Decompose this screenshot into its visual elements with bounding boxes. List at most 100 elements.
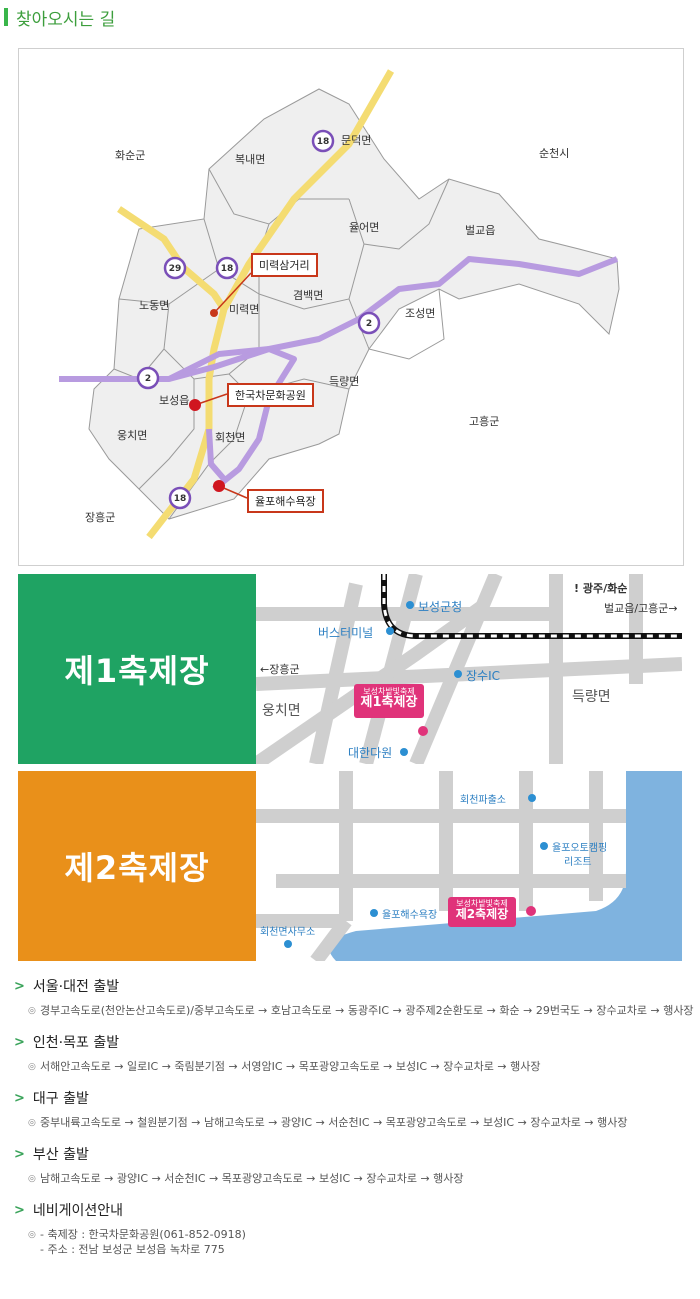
fest2-map: 회천파출소 율포오토캠핑 리조트 율포해수욕장 보성차밭빛축제 제2축제장 회천… (256, 771, 682, 961)
fest2-venue-title: 제2축제장 (455, 907, 509, 922)
route-badge-label: 18 (317, 137, 330, 147)
direction-seoul: > 서울·대전 출발 ◎ 경부고속도로(천안논산고속도로)/중부고속도로 → 호남고… (14, 975, 694, 1019)
region-label: 복내면 (235, 153, 265, 166)
direction-title: 부산 출발 (32, 1147, 89, 1163)
region-label: 보성읍 (159, 394, 189, 407)
map-label-camping-line1: 율포오토캠핑 (552, 843, 608, 854)
direction-navigation: > 네비게이션안내 ◎ - 축제장 : 한국차문화공원(061-852-0918)… (14, 1199, 694, 1257)
region-label: 율어면 (349, 221, 379, 234)
map-dot-office (406, 601, 414, 609)
region-label: 조성면 (405, 307, 435, 320)
fest2-map-svg (256, 771, 682, 961)
title-bar (4, 8, 8, 26)
navigation-venue: - 축제장 : 한국차문화공원(061-852-0918) (40, 1228, 246, 1241)
region-label: 순천시 (539, 146, 569, 160)
chevron-right-icon: > (14, 1202, 25, 1218)
route-badge-label: 29 (169, 264, 182, 274)
page-title: 찾아오시는 길 (4, 4, 115, 30)
marker-dot-beach (213, 480, 225, 492)
marker-dot-tea-park (189, 399, 201, 411)
page-title-text: 찾아오시는 길 (16, 9, 116, 30)
fest1-map: 보성군청 버스터미널 ! 광주/화순 벌교읍/고흥군→ ←장흥군 장수IC 웅치… (256, 574, 682, 764)
direction-title: 서울·대전 출발 (32, 979, 120, 995)
fest1-title: 제1축제장 (18, 574, 256, 764)
map-label-camping-line2: 리조트 (564, 857, 592, 868)
marker-label-beach: 율포해수욕장 (247, 489, 324, 513)
fest1-venue-title: 제1축제장 (360, 695, 418, 711)
direction-busan: > 부산 출발 ◎ 남해고속도로 → 광양IC → 서순천IC → 목포광양고속도로… (14, 1143, 694, 1187)
map-dot-bus (386, 627, 394, 635)
fest2-venue-subtitle: 보성차밭빛축제 (456, 899, 508, 908)
route-badge-2-west (136, 366, 160, 390)
region-label: 노동면 (139, 299, 169, 312)
region-label: 화순군 (115, 149, 145, 162)
region-label: 겸백면 (293, 289, 323, 302)
marker-dot-mirvk (210, 309, 218, 317)
region-label: 미력면 (229, 303, 259, 316)
route-badge-label: 18 (221, 264, 234, 274)
map-dot-beach (370, 909, 378, 917)
navigation-address: - 주소 : 전남 보성군 보성읍 녹차로 775 (40, 1243, 225, 1256)
route-badge-29 (163, 256, 187, 280)
region-label: 고흥군 (469, 414, 499, 428)
map-label-daehan: 대한다원 (348, 746, 393, 760)
fest1-venue-dot (418, 726, 428, 736)
chevron-right-icon: > (14, 1146, 25, 1162)
region-label: 회천면 (215, 430, 245, 444)
bullet-icon: ◎ (28, 1118, 36, 1128)
region-label: 득량면 (329, 375, 359, 388)
region-label: 문덕면 (341, 134, 371, 147)
bullet-icon: ◎ (28, 1062, 36, 1072)
route-badge-label: 2 (145, 374, 151, 384)
fest1-venue-subtitle: 보성차밭빛축제 (363, 687, 415, 696)
region-map-svg: 18 29 18 2 2 18 화순군 복내면 문덕면 순천시 율어면 벌교읍 … (59, 69, 620, 540)
direction-text: 남해고속도로 → 광양IC → 서순천IC → 목포광양고속도로 → 보성IC … (40, 1172, 464, 1185)
map-dot-camping (540, 842, 548, 850)
map-label-ungchi: 웅치면 (262, 703, 301, 719)
chevron-right-icon: > (14, 978, 25, 994)
fest1-panel: 제1축제장 보성군청 버스터미널 ! 광주/화순 벌교읍/고흥군→ ←장흥군 장… (18, 574, 682, 764)
bullet-icon: ◎ (28, 1006, 36, 1016)
direction-text: 서해안고속도로 → 일로IC → 죽림분기점 → 서영암IC → 목포광양고속도… (40, 1060, 541, 1073)
map-label-deungnyang: 득량면 (572, 689, 611, 705)
route-badge-label: 2 (366, 319, 372, 329)
map-dot-daehan (400, 748, 408, 756)
region-label: 벌교읍 (465, 224, 495, 237)
fest2-venue-badge: 보성차밭빛축제 제2축제장 (448, 897, 516, 927)
chevron-right-icon: > (14, 1034, 25, 1050)
map-label-jangsu: 장수IC (466, 669, 500, 683)
map-dot-police (528, 794, 536, 802)
direction-text: 경부고속도로(천안논산고속도로)/중부고속도로 → 호남고속도로 → 동광주IC… (40, 1004, 694, 1017)
marker-label-mirvk: 미력삼거리 (251, 253, 318, 277)
route-badge-18-south (168, 486, 192, 510)
direction-text: 중부내륙고속도로 → 철원분기점 → 남해고속도로 → 광양IC → 서순천IC… (40, 1116, 628, 1129)
direction-title: 인천·목포 출발 (32, 1035, 120, 1051)
map-label-beolgyo: 벌교읍/고흥군→ (604, 602, 678, 615)
map-label-beach: 율포해수욕장 (382, 910, 438, 921)
fest1-venue-badge: 보성차밭빛축제 제1축제장 (354, 684, 424, 718)
fest2-panel: 제2축제장 회천파출소 율포오토캠핑 리조트 율포해수욕장 보성차밭빛축제 제2… (18, 771, 682, 961)
region-map: 18 29 18 2 2 18 화순군 복내면 문덕면 순천시 율어면 벌교읍 … (18, 48, 684, 566)
region-label: 웅치면 (117, 429, 147, 442)
bullet-icon: ◎ (28, 1174, 36, 1184)
route-badge-18-mid (215, 256, 239, 280)
fest2-venue-dot (526, 906, 536, 916)
route-badge-2-east (357, 311, 381, 335)
bullet-icon: ◎ (28, 1230, 36, 1240)
route-badge-label: 18 (174, 494, 187, 504)
fest2-title: 제2축제장 (18, 771, 256, 961)
map-label-bus: 버스터미널 (318, 626, 374, 640)
directions-list: > 서울·대전 출발 ◎ 경부고속도로(천안논산고속도로)/중부고속도로 → 호남고… (14, 975, 694, 1269)
direction-title: 네비게이션안내 (32, 1203, 124, 1219)
marker-label-tea-park: 한국차문화공원 (227, 383, 314, 407)
direction-incheon: > 인천·목포 출발 ◎ 서해안고속도로 → 일로IC → 죽림분기점 → 서영암I… (14, 1031, 694, 1075)
direction-title: 대구 출발 (32, 1091, 89, 1107)
map-label-gwangju: ! 광주/화순 (574, 582, 628, 595)
route-badge-18-north (311, 129, 335, 153)
direction-daegu: > 대구 출발 ◎ 중부내륙고속도로 → 철원분기점 → 남해고속도로 → 광양IC… (14, 1087, 694, 1131)
chevron-right-icon: > (14, 1090, 25, 1106)
map-label-office: 회천면사무소 (260, 927, 316, 938)
region-label: 장흥군 (85, 510, 115, 524)
map-label-office: 보성군청 (418, 600, 463, 614)
map-dot-jangsu (454, 670, 462, 678)
